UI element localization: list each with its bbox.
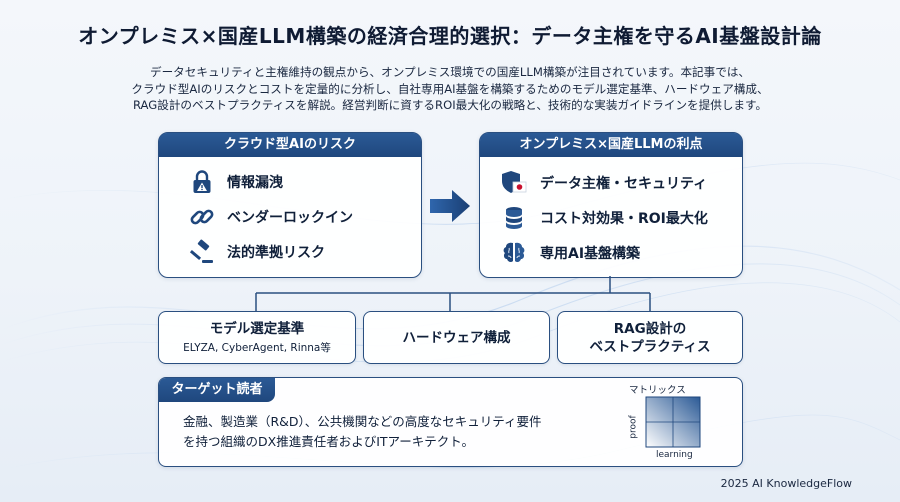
risk-item-label: ベンダーロックイン <box>227 210 353 226</box>
matrix-chart <box>645 396 701 448</box>
rag-title-line: RAG設計の <box>613 320 687 337</box>
benefit-item: 専用AI基盤構築 <box>500 239 640 267</box>
target-reader-text: 金融、製造業（R&D）、公共機関などの高度なセキュリティ要件 を持つ組織のDX推… <box>183 412 542 452</box>
risk-panel: クラウド型AIのリスク 情報漏洩 ベンダーロックイン 法的準拠リスク <box>158 132 422 278</box>
arrow-right-icon <box>430 190 470 222</box>
benefit-panel: オンプレミス×国産LLMの利点 データ主権・セキュリティ コスト対効果・ROI最… <box>479 132 743 278</box>
hardware-box: ハードウェア構成 <box>363 311 550 364</box>
target-reader-panel: ターゲット読者 金融、製造業（R&D）、公共機関などの高度なセキュリティ要件 を… <box>158 377 743 467</box>
benefit-item-label: データ主権・セキュリティ <box>540 176 708 192</box>
target-reader-line: 金融、製造業（R&D）、公共機関などの高度なセキュリティ要件 <box>183 414 542 429</box>
benefit-item-label: 専用AI基盤構築 <box>540 246 641 262</box>
model-selection-title: モデル選定基準 <box>209 321 305 337</box>
rag-box: RAG設計の ベストプラクティス <box>557 311 743 364</box>
chain-link-icon <box>190 209 214 225</box>
model-selection-subtitle: ELYZA, CyberAgent, Rinna等 <box>183 342 331 354</box>
intro-line: データセキュリティと主権維持の観点から、オンプレミス環境での国産LLM構築が注目… <box>149 65 751 79</box>
page-title: オンプレミス×国産LLM構築の経済合理的選択：データ主権を守るAI基盤設計論 <box>78 24 822 48</box>
risk-item-label: 情報漏洩 <box>227 175 283 191</box>
risk-item-label: 法的準拠リスク <box>227 245 325 261</box>
rag-title-line: ベストプラクティス <box>589 338 711 355</box>
lock-warning-icon <box>193 170 211 193</box>
matrix-title: マトリックス <box>629 385 686 396</box>
hardware-title: ハードウェア構成 <box>402 329 511 346</box>
intro-line: RAG設計のベストプラクティスを解説。経営判断に資するROI最大化の戦略と、技術… <box>132 98 768 112</box>
benefit-panel-header: オンプレミス×国産LLMの利点 <box>480 133 742 157</box>
matrix-y-label: proof <box>628 415 639 439</box>
risk-panel-header: クラウド型AIのリスク <box>159 133 421 157</box>
shield-japan-flag-icon <box>502 171 527 193</box>
matrix-x-label: learning <box>656 450 693 460</box>
gavel-icon <box>189 239 213 263</box>
benefit-item: コスト対効果・ROI最大化 <box>500 204 708 232</box>
target-reader-line: を持つ組織のDX推進責任者およびITアーキテクト。 <box>183 434 475 449</box>
risk-item: 法的準拠リスク <box>189 239 325 265</box>
intro-paragraph: データセキュリティと主権維持の観点から、オンプレミス環境での国産LLM構築が注目… <box>40 64 860 114</box>
risk-item: ベンダーロックイン <box>189 204 353 230</box>
benefit-item: データ主権・セキュリティ <box>500 169 707 197</box>
benefit-item-label: コスト対効果・ROI最大化 <box>540 211 708 227</box>
intro-line: クラウド型AIのリスクとコストを定量的に分析し、自社専用AI基盤を構築するための… <box>131 81 769 96</box>
coin-stack-icon <box>506 207 522 229</box>
footer-credit: 2025 AI KnowledgeFlow <box>720 477 852 490</box>
target-reader-header: ターゲット読者 <box>159 378 275 402</box>
brain-icon <box>503 242 525 263</box>
model-selection-box: モデル選定基準 ELYZA, CyberAgent, Rinna等 <box>158 311 356 364</box>
risk-item: 情報漏洩 <box>189 169 283 195</box>
